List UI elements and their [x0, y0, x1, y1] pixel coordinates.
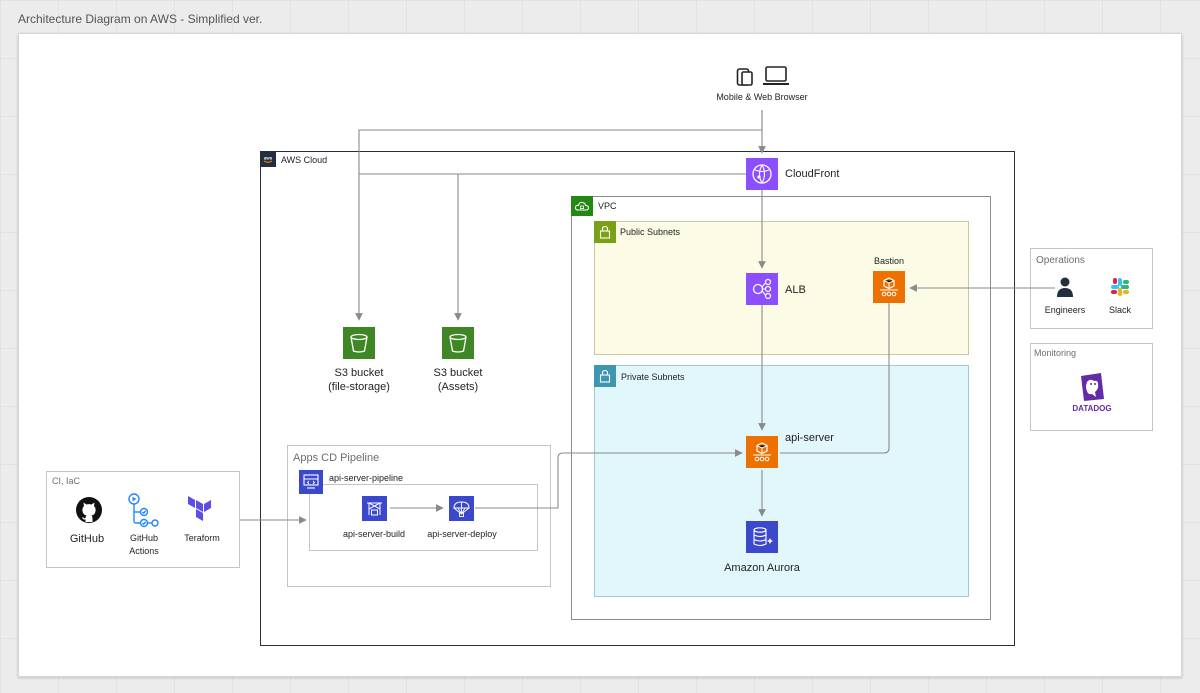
aws-cloud-group[interactable] — [260, 151, 1015, 646]
api-server-ec2-icon[interactable] — [746, 436, 778, 468]
codedeploy-icon[interactable] — [449, 496, 474, 521]
cloudfront-label: CloudFront — [785, 168, 840, 180]
vpc-group[interactable] — [571, 196, 991, 620]
github-icon[interactable] — [74, 495, 104, 525]
cloudfront-icon[interactable] — [746, 158, 778, 190]
public-subnets-label: Public Subnets — [620, 227, 681, 237]
datadog-label: DATADOG — [1072, 404, 1112, 413]
laptop-icon — [762, 64, 790, 88]
api-server-pipeline-label: api-server-pipeline — [329, 473, 404, 483]
api-server-label: api-server — [785, 432, 834, 444]
client-label: Mobile & Web Browser — [716, 92, 808, 102]
ci-iac-label: CI, IaC — [52, 476, 81, 486]
engineers-label: Engineers — [1044, 305, 1086, 315]
s3-assets-label-line1: S3 bucket — [433, 367, 483, 379]
s3-file-storage-label-line1: S3 bucket — [334, 367, 384, 379]
github-actions-label-line2: Actions — [129, 546, 159, 556]
github-label: GitHub — [69, 533, 105, 545]
vpc-cloud-icon — [571, 196, 593, 216]
private-subnets-group[interactable] — [594, 365, 969, 597]
slack-label: Slack — [1108, 305, 1132, 315]
document-title: Architecture Diagram on AWS - Simplified… — [18, 12, 263, 26]
public-subnets-group[interactable] — [594, 221, 969, 355]
api-server-deploy-label: api-server-deploy — [427, 529, 497, 539]
svg-text:aws: aws — [264, 156, 273, 161]
apps-cd-pipeline-label: Apps CD Pipeline — [293, 452, 380, 464]
codepipeline-icon[interactable] — [299, 470, 323, 494]
private-subnet-lock-icon — [594, 365, 616, 387]
aws-cloud-label: AWS Cloud — [281, 155, 328, 165]
s3-file-storage-bucket-icon[interactable] — [343, 327, 375, 359]
public-subnet-lock-icon — [594, 221, 616, 243]
aurora-label: Amazon Aurora — [724, 562, 800, 574]
slack-icon[interactable] — [1108, 275, 1132, 299]
s3-assets-bucket-icon[interactable] — [442, 327, 474, 359]
monitoring-group[interactable] — [1030, 343, 1153, 431]
github-actions-label-line1: GitHub — [129, 533, 159, 543]
tablet-icon — [735, 66, 755, 88]
vpc-label: VPC — [598, 201, 617, 211]
s3-assets-label-line2: (Assets) — [437, 381, 479, 393]
terraform-icon[interactable] — [186, 494, 214, 526]
operations-label: Operations — [1036, 255, 1085, 266]
aurora-database-icon[interactable] — [746, 521, 778, 553]
api-server-pipeline-group[interactable] — [309, 484, 538, 551]
s3-file-storage-label-line2: (file-storage) — [328, 381, 390, 393]
apps-cd-pipeline-group[interactable] — [287, 445, 551, 587]
alb-icon[interactable] — [746, 273, 778, 305]
aws-logo-icon: aws — [260, 151, 276, 167]
connector-bastion-to-api-server — [780, 303, 890, 454]
codebuild-icon[interactable] — [362, 496, 387, 521]
monitoring-label: Monitoring — [1034, 348, 1077, 358]
ci-iac-group[interactable] — [46, 471, 240, 568]
terraform-label: Teraform — [184, 533, 220, 543]
engineers-user-icon[interactable] — [1054, 275, 1076, 299]
private-subnets-label: Private Subnets — [621, 372, 685, 382]
api-server-build-label: api-server-build — [342, 529, 406, 539]
alb-label: ALB — [785, 284, 806, 296]
connector-deploy-to-api-server — [475, 449, 743, 509]
bastion-label: Bastion — [873, 256, 905, 266]
bastion-ec2-icon[interactable] — [873, 271, 905, 303]
github-actions-icon[interactable] — [126, 491, 162, 529]
connector-browser-to-s3-file — [355, 110, 763, 321]
datadog-logo-icon[interactable] — [1078, 372, 1106, 402]
